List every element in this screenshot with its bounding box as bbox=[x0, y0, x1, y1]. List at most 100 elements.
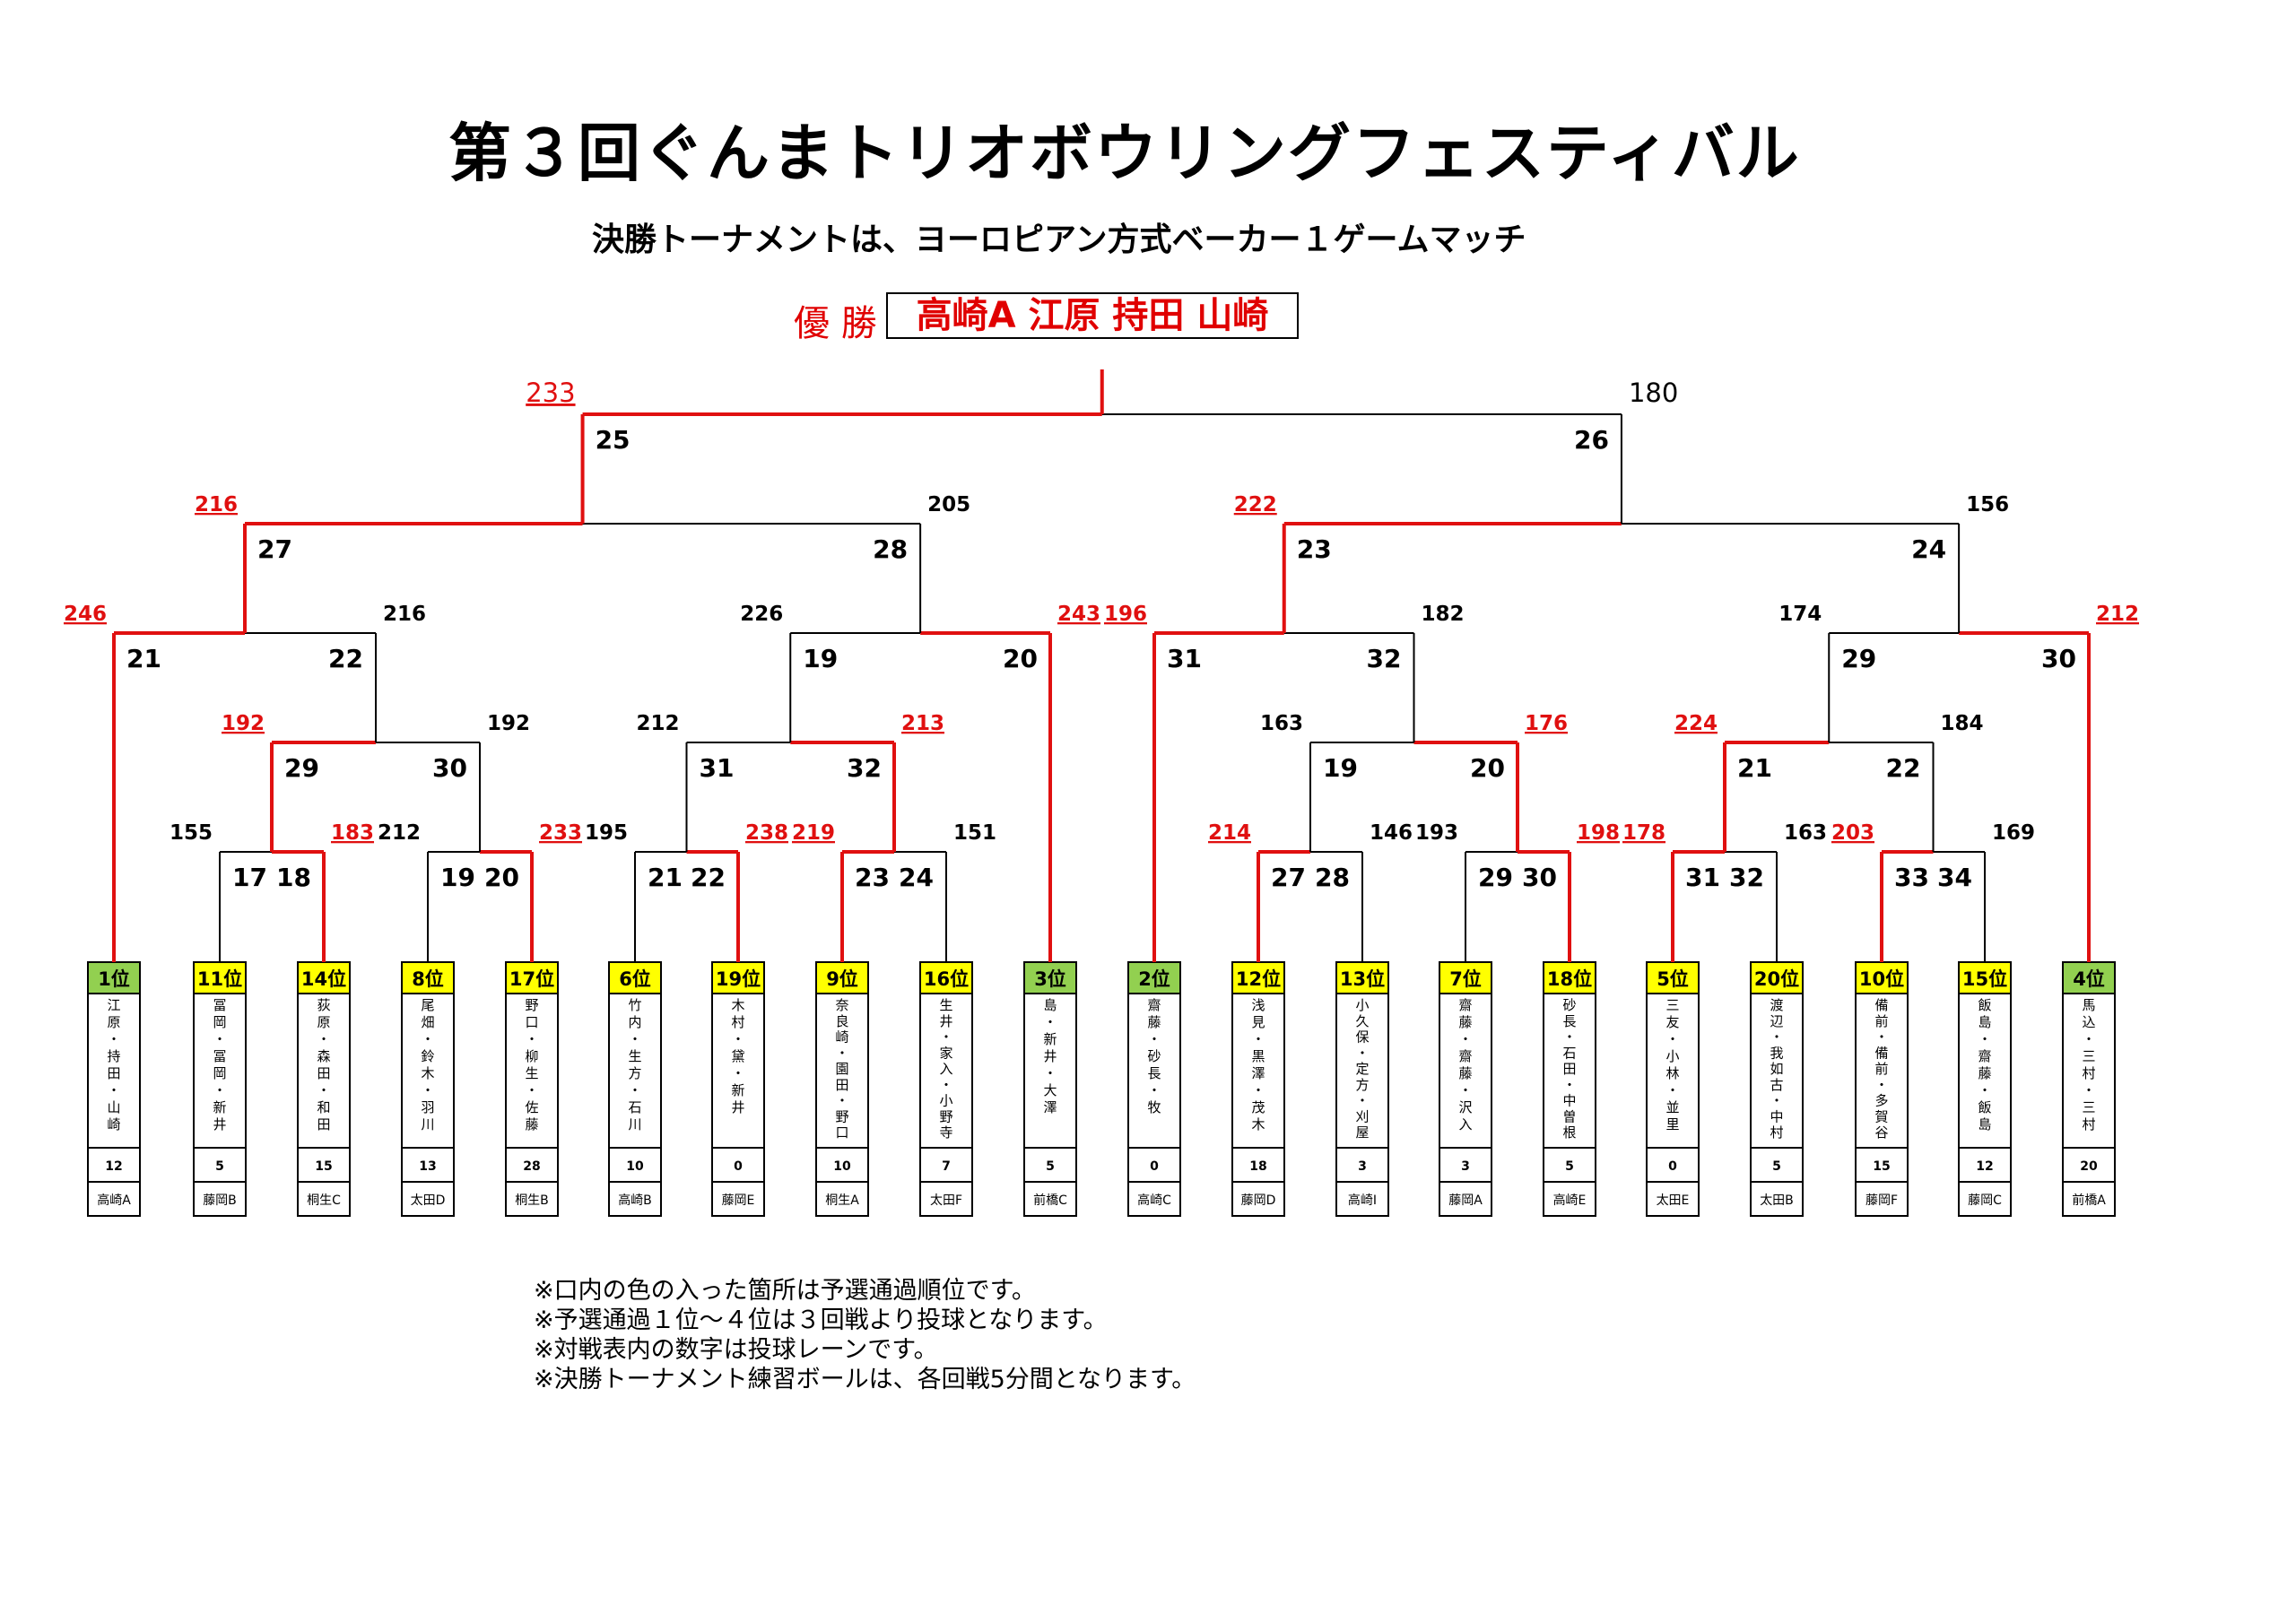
player-name-char: 生 bbox=[525, 1065, 538, 1081]
player-name-char: 砂 bbox=[1147, 1048, 1161, 1064]
player-name-char: 冨 bbox=[213, 1048, 226, 1064]
team-box bbox=[297, 1181, 351, 1217]
match-lane-label: 21 bbox=[126, 644, 161, 673]
player-name-char: 見 bbox=[1251, 1014, 1265, 1030]
team-name: 高崎A bbox=[97, 1193, 131, 1208]
player-name-char: 根 bbox=[1562, 1124, 1576, 1141]
player-name-char: 浅 bbox=[1251, 997, 1265, 1013]
match-score: 151 bbox=[953, 821, 996, 845]
rank-label: 2位 bbox=[1138, 968, 1170, 990]
player-name-char: ・ bbox=[2082, 1082, 2095, 1098]
player-name-char: 鈴 bbox=[421, 1048, 434, 1064]
player-name-char: 里 bbox=[1665, 1116, 1679, 1133]
team-box bbox=[1750, 1181, 1804, 1217]
team-name: 前橋A bbox=[2072, 1193, 2106, 1208]
player-name-char: 田 bbox=[835, 1077, 848, 1093]
player-name-char: 藤 bbox=[1978, 1065, 1991, 1081]
rank-badge bbox=[505, 961, 559, 994]
team-box bbox=[2062, 1181, 2116, 1217]
rank-label: 8位 bbox=[412, 968, 444, 990]
match-lane-label: 27 bbox=[257, 534, 292, 564]
player-name-char: 持 bbox=[107, 1048, 120, 1064]
player-name-char: ・ bbox=[1770, 1093, 1783, 1109]
player-name-char: 齋 bbox=[1147, 997, 1161, 1013]
player-name-char: 口 bbox=[835, 1124, 848, 1141]
player-name-char: ・ bbox=[1355, 1093, 1369, 1109]
player-name-char: 岡 bbox=[213, 1014, 226, 1030]
lane-box bbox=[401, 1147, 455, 1183]
rank-label: 13位 bbox=[1340, 968, 1385, 990]
match-score: 169 bbox=[1992, 821, 2035, 845]
player-name-char: 村 bbox=[2082, 1065, 2095, 1081]
player-name-char: ・ bbox=[1147, 1031, 1161, 1047]
match-lane-label: 31 bbox=[1685, 863, 1720, 892]
team-box bbox=[1023, 1181, 1077, 1217]
match-lane-label: 29 bbox=[284, 753, 319, 783]
player-name-char: 馬 bbox=[2082, 997, 2095, 1013]
player-name-char: 飯 bbox=[1978, 997, 1991, 1013]
team-name: 藤岡A bbox=[1448, 1193, 1483, 1208]
player-name-char: 竹 bbox=[628, 997, 641, 1013]
lane-number: 15 bbox=[1873, 1159, 1890, 1174]
player-name-char: ・ bbox=[628, 1031, 641, 1047]
player-name-char: 前 bbox=[1874, 1013, 1888, 1029]
player-name-char: ・ bbox=[1458, 1082, 1472, 1098]
lane-number: 5 bbox=[1565, 1159, 1574, 1174]
match-lane-label: 19 bbox=[1323, 753, 1358, 783]
player-name-char: 佐 bbox=[525, 1099, 538, 1115]
lane-number: 0 bbox=[1150, 1159, 1159, 1174]
match-lane-label: 32 bbox=[847, 753, 882, 783]
match-score: 212 bbox=[2096, 603, 2139, 626]
match-score: 233 bbox=[526, 378, 575, 408]
rank-label: 10位 bbox=[1859, 968, 1904, 990]
player-name-char: 備 bbox=[1874, 997, 1888, 1013]
rank-badge bbox=[193, 961, 247, 994]
rank-label: 16位 bbox=[924, 968, 969, 990]
name-box bbox=[1231, 993, 1285, 1149]
player-name-char: 藤 bbox=[1458, 1065, 1472, 1081]
rank-badge bbox=[1750, 961, 1804, 994]
player-name-char: 砂 bbox=[1562, 997, 1576, 1013]
name-box bbox=[193, 993, 247, 1149]
lane-number: 0 bbox=[1668, 1159, 1677, 1174]
player-name-char: 三 bbox=[2082, 1099, 2095, 1115]
team-name: 太田E bbox=[1657, 1193, 1690, 1208]
player-name-char: 茂 bbox=[1251, 1099, 1265, 1115]
rank-badge bbox=[1439, 961, 1492, 994]
player-name-char: ・ bbox=[1147, 1082, 1161, 1098]
lane-box bbox=[505, 1147, 559, 1183]
player-name-char: ・ bbox=[731, 1031, 744, 1047]
name-box bbox=[1439, 993, 1492, 1149]
player-name-char: 川 bbox=[628, 1116, 641, 1133]
player-name-char: 沢 bbox=[1458, 1099, 1472, 1115]
team-box bbox=[711, 1181, 765, 1217]
rank-label: 18位 bbox=[1547, 968, 1592, 990]
note-line: ※決勝トーナメント練習ボールは、各回戦5分間となります。 bbox=[534, 1366, 1196, 1393]
player-name-char: 定 bbox=[1355, 1061, 1369, 1077]
player-name-char: 黛 bbox=[731, 1048, 744, 1064]
rank-label: 12位 bbox=[1236, 968, 1281, 990]
player-name-char: 江 bbox=[107, 997, 120, 1013]
player-name-char: 和 bbox=[317, 1099, 330, 1115]
player-name-char: 荻 bbox=[317, 997, 330, 1013]
player-name-char: 崎 bbox=[107, 1116, 120, 1133]
player-name-char: 尾 bbox=[421, 997, 434, 1013]
match-score: 183 bbox=[331, 821, 374, 845]
player-name-char: 島 bbox=[1978, 1116, 1991, 1133]
player-name-char: 込 bbox=[2082, 1014, 2095, 1030]
player-name-char: 森 bbox=[317, 1048, 330, 1064]
player-name-char: ・ bbox=[1458, 1031, 1472, 1047]
player-name-char: 井 bbox=[213, 1116, 226, 1133]
match-lane-label: 23 bbox=[855, 863, 890, 892]
team-box bbox=[87, 1181, 141, 1217]
player-name-char: ・ bbox=[939, 1029, 952, 1046]
rank-label: 19位 bbox=[716, 968, 761, 990]
page-subtitle: 決勝トーナメントは、ヨーロピアン方式ベーカー１ゲームマッチ bbox=[592, 221, 1526, 258]
name-box bbox=[815, 993, 869, 1149]
rank-label: 11位 bbox=[197, 968, 242, 990]
player-name-char: ・ bbox=[628, 1082, 641, 1098]
match-score: 184 bbox=[1941, 712, 1984, 735]
player-name-char: 野 bbox=[835, 1108, 848, 1124]
name-box bbox=[1646, 993, 1700, 1149]
lane-number: 0 bbox=[734, 1159, 743, 1174]
